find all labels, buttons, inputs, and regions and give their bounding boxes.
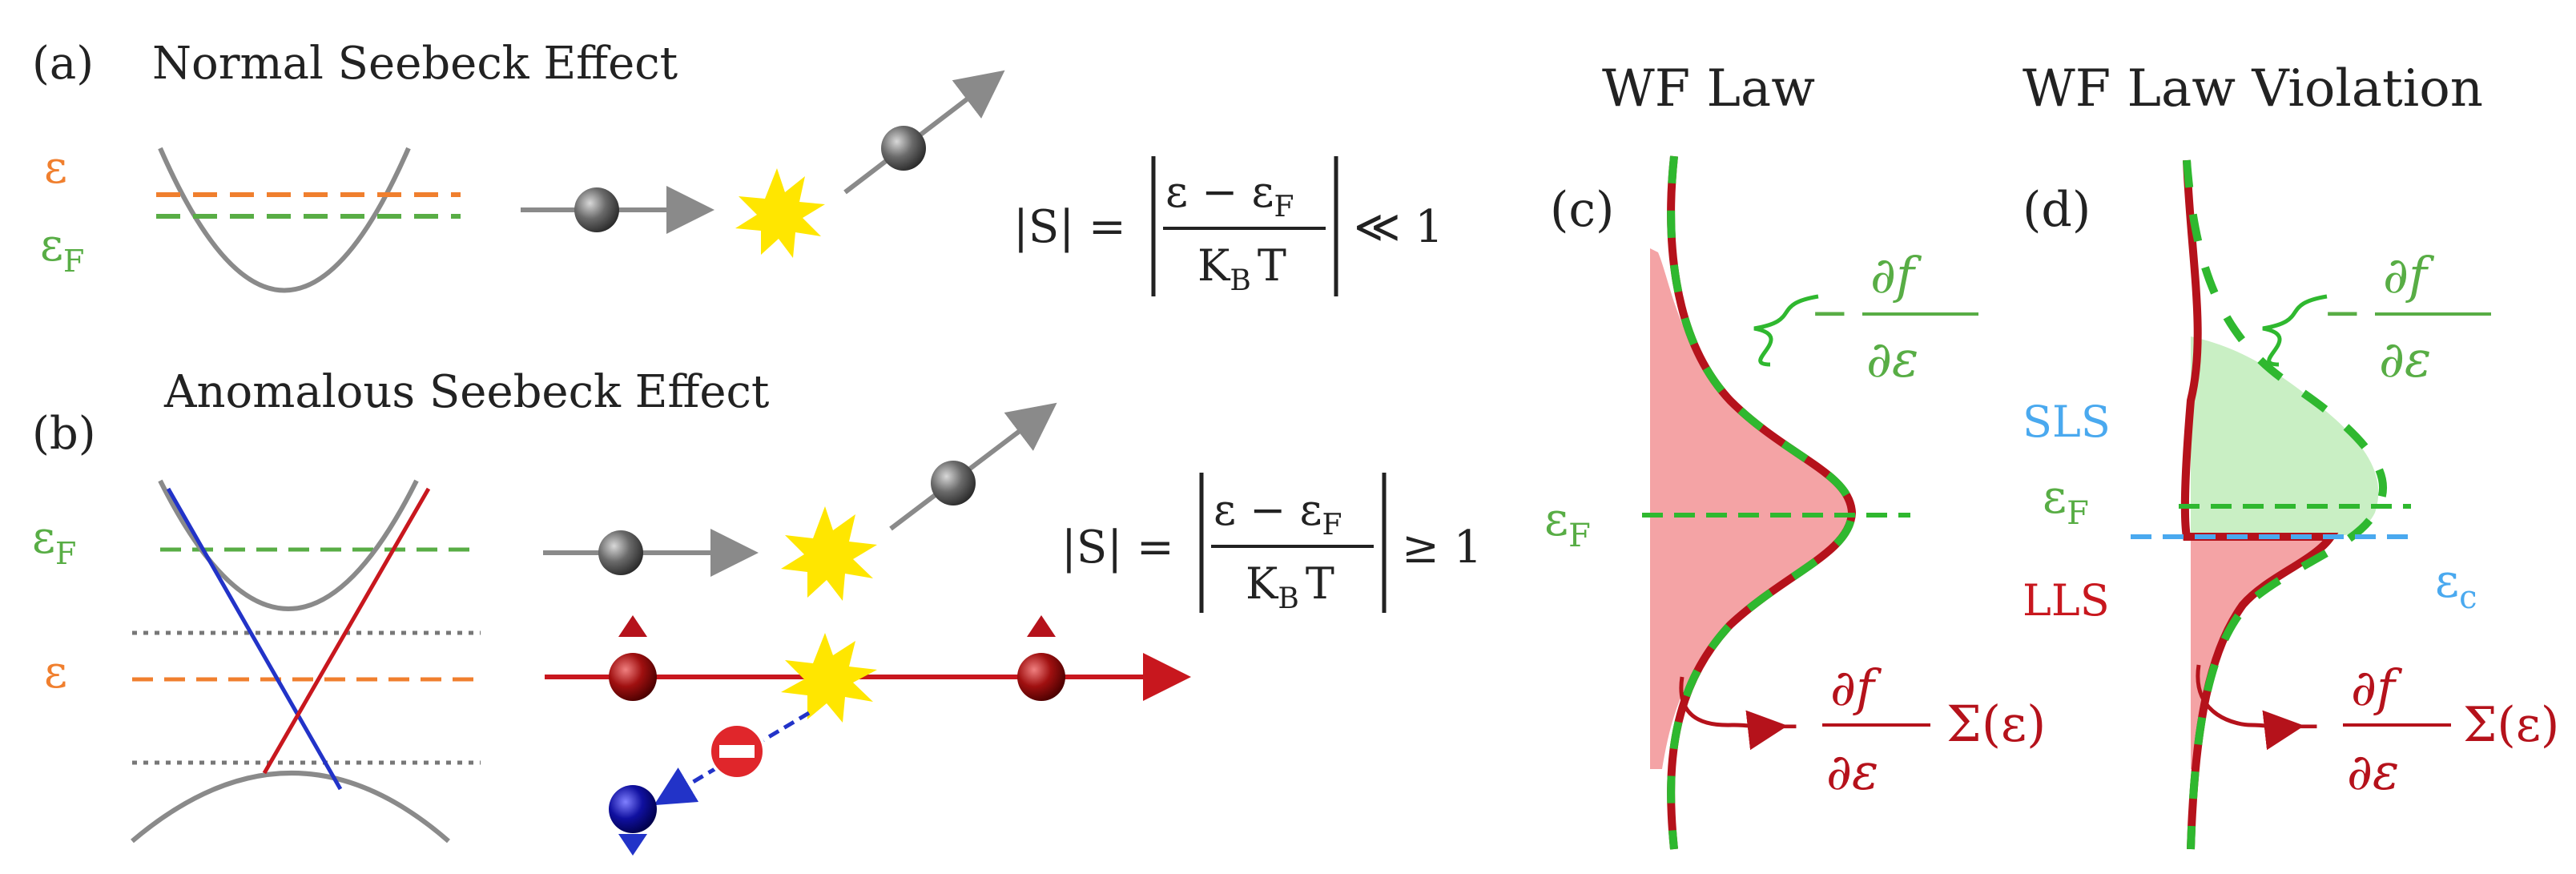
svg-text:KBT: KBT (1197, 240, 1286, 297)
svg-text:KBT: KBT (1246, 558, 1334, 615)
panel-b-electron-ball (598, 530, 643, 575)
panel-d-heading: WF Law Violation (2023, 59, 2483, 119)
panel-b: Anomalous Seebeck Effect (b) εF ε | (32, 366, 1482, 856)
panel-d-df-minus: − (2323, 285, 2362, 340)
panel-c-heading: WF Law (1602, 59, 1815, 119)
panel-a-epsilon-label: ε (44, 142, 67, 194)
panel-c-filled-window (1650, 248, 1852, 769)
panel-d-df-denominator: ∂ε (2379, 330, 2431, 389)
panel-d-df-curve (2183, 159, 2387, 850)
panel-b-label: (b) (32, 408, 96, 460)
panel-d-sigma-de: ∂ε (2347, 743, 2399, 801)
panel-d-sigma-pointer (2196, 664, 2304, 751)
panel-a-scatter-star (735, 168, 825, 258)
svg-text:ε − εF: ε − εF (1214, 485, 1342, 542)
panel-a-scattered-electron (881, 126, 926, 171)
panel-a-outgoing-arrow (843, 70, 1005, 195)
panel-d-df-pointer (2262, 294, 2328, 367)
panel-b-title: Anomalous Seebeck Effect (163, 366, 770, 418)
panel-d-sigma-df: ∂f (2351, 659, 2403, 717)
panel-c-df-numerator: ∂f (1870, 246, 1922, 304)
panel-b-spin-up-icon (618, 615, 647, 637)
panel-b-scatter-star (781, 506, 877, 601)
panel-c-df-curve (1667, 155, 1857, 850)
panel-d-lls-window (2191, 537, 2331, 769)
panel-d: WF Law Violation (d) SLS εF LLS εc − ∂f … (2023, 59, 2559, 850)
panel-b-valence-band (131, 771, 450, 844)
panel-b-epsilon-label: ε (44, 646, 67, 699)
panel-a: (a) Normal Seebeck Effect ε εF |S| = ε −… (32, 38, 1443, 297)
panel-d-lls-label: LLS (2023, 575, 2110, 626)
panel-b-spin-down-icon (618, 834, 647, 856)
panel-b-red-dirac-line (262, 487, 431, 775)
panel-c-df-denominator: ∂ε (1866, 330, 1918, 389)
panel-d-epsilon-f-label: εF (2043, 469, 2089, 532)
panel-a-epsilon-f-label: εF (40, 220, 84, 279)
panel-d-sls-window (2191, 336, 2379, 537)
panel-a-label: (a) (32, 38, 94, 90)
panel-c-df-minus: − (1810, 285, 1849, 340)
panel-a-electron-ball (574, 187, 619, 232)
panel-b-scattered-electron (931, 461, 976, 505)
panel-d-df-numerator: ∂f (2383, 246, 2435, 304)
panel-b-spin-scatter-star (781, 633, 877, 723)
panel-d-sigma-label: Σ(ε) (2463, 697, 2559, 753)
panel-d-label: (d) (2023, 182, 2091, 238)
panel-c-sigma-de: ∂ε (1826, 743, 1878, 801)
panel-b-blue-dirac-line (166, 487, 343, 791)
panel-c-sigma-minus: − (1762, 698, 1801, 752)
panel-c-epsilon-f-label: εF (1544, 492, 1591, 554)
panel-b-conduction-band (158, 479, 419, 611)
svg-text:≪ 1: ≪ 1 (1354, 201, 1443, 253)
panel-c: WF Law (c) εF − ∂f ∂ε − ∂f ∂ε Σ(ε) (1544, 59, 2046, 850)
panel-a-parabolic-band (158, 147, 411, 293)
panel-c-sigma-pointer (1679, 676, 1788, 751)
svg-text:|S| =: |S| = (1061, 522, 1174, 574)
panel-d-epsilon-c-label: εc (2435, 554, 2477, 616)
panel-c-df-pointer (1753, 294, 1819, 367)
panel-c-label: (c) (1550, 182, 1614, 238)
panel-c-sigma-label: Σ(ε) (1946, 695, 2046, 753)
panel-d-sigma-minus: − (2283, 698, 2322, 752)
panel-d-sls-label: SLS (2023, 397, 2111, 447)
panel-b-spin-ball-right (1017, 653, 1065, 701)
svg-text:ε − εF: ε − εF (1165, 167, 1294, 224)
panel-a-title: Normal Seebeck Effect (152, 38, 678, 90)
svg-text:≥ 1: ≥ 1 (1402, 522, 1482, 574)
panel-c-sigma-df: ∂f (1830, 659, 1882, 717)
panel-b-spin-up-icon-right (1027, 615, 1056, 637)
svg-text:|S| =: |S| = (1013, 201, 1126, 253)
panel-b-spin-ball-left (609, 653, 657, 701)
panel-b-epsilon-f-label: εF (32, 512, 76, 571)
panel-b-blocked-backscatter-arrow (654, 711, 811, 806)
panel-b-spin-down-ball (609, 785, 657, 833)
